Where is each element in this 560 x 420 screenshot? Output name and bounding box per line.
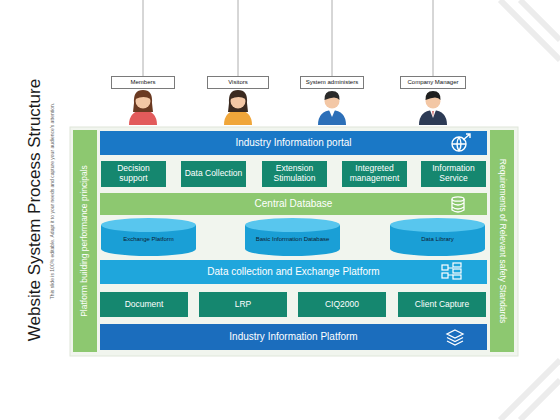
node-text: Central Database [255, 198, 333, 210]
node-text: Visitors [228, 79, 248, 86]
node-text: Requirements of Relevant safety Standard… [497, 159, 507, 323]
node-text: CIQ2000 [322, 300, 362, 310]
rotated-holder: Platform building performance principals [73, 130, 97, 352]
node-text: System administers [306, 79, 358, 86]
layer-band: Industry Information portal [100, 131, 487, 155]
database-cylinder: Data Library [390, 218, 485, 256]
person-icon [419, 91, 447, 125]
side-bar: Platform building performance principals [73, 130, 97, 352]
slide-caption: This slide is 100% editable. Adapt it to… [48, 66, 56, 336]
layer-band: Industry Information Platform [100, 324, 487, 350]
node-text: Industry Information Platform [229, 331, 357, 343]
node-text: Information Service [421, 164, 486, 184]
module-box: CIQ2000 [298, 292, 386, 317]
panel-background [70, 127, 518, 356]
node-text: Basic Information Database [253, 236, 333, 243]
cylinder-top [101, 218, 196, 232]
persona-label: System administers [300, 76, 364, 89]
persona-label: Members [111, 76, 175, 89]
module-box: Integreted management [342, 161, 407, 187]
node-text: Data Library [418, 236, 457, 243]
slide-title: Website System Process Structure [24, 50, 46, 370]
node-text: Document [122, 300, 167, 310]
module-box: Information Service [421, 161, 486, 187]
module-box: LRP [199, 292, 287, 317]
node-text: Industry Information portal [235, 137, 351, 149]
hanging-strings [143, 0, 433, 76]
module-box: Decision support [101, 161, 166, 187]
side-bar: Requirements of Relevant safety Standard… [490, 130, 514, 352]
node-text: Client Capture [412, 300, 472, 310]
database-cylinder: Basic Information Database [245, 218, 340, 256]
persona-label: Visitors [207, 76, 269, 89]
layer-band: Central Database [100, 193, 487, 215]
node-text: Members [130, 79, 155, 86]
node-text: Company Manager [407, 79, 458, 86]
node-text: Integreted management [342, 164, 407, 184]
person-icon [129, 90, 157, 125]
rotated-holder: Requirements of Relevant safety Standard… [490, 130, 514, 352]
node-text: Platform building performance principals [80, 165, 90, 317]
module-box: Data Collection [181, 161, 246, 187]
node-text: Data Collection [182, 169, 246, 179]
node-text: Decision support [101, 164, 166, 184]
person-icon [318, 91, 346, 125]
node-text: Data collection and Exchange Platform [207, 266, 379, 278]
node-text: Exchange Platform [120, 236, 177, 243]
module-box: Client Capture [398, 292, 486, 317]
module-box: Document [100, 292, 188, 317]
cylinder-top [390, 218, 485, 232]
module-box: Extension Stimulation [262, 161, 327, 187]
node-text: Extension Stimulation [262, 164, 327, 184]
cylinder-top [245, 218, 340, 232]
person-icon [224, 90, 252, 125]
database-cylinder: Exchange Platform [101, 218, 196, 256]
layer-band: Data collection and Exchange Platform [100, 260, 487, 284]
persona-label: Company Manager [400, 76, 466, 89]
node-text: LRP [232, 300, 255, 310]
